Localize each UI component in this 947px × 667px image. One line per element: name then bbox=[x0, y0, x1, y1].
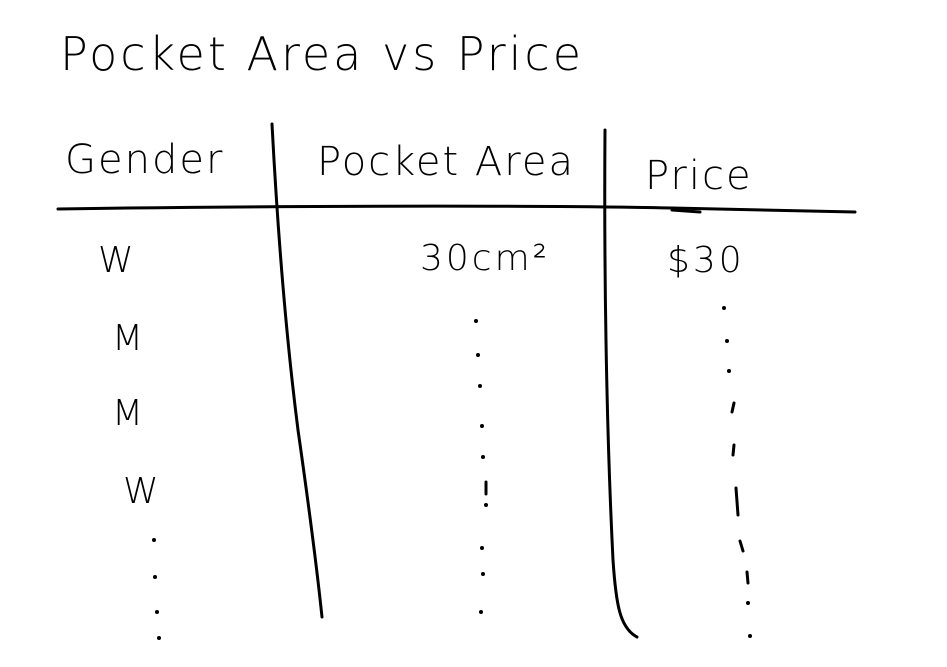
cell-gender-row-3: M bbox=[112, 393, 146, 434]
cell-price-row-1: $30 bbox=[667, 240, 745, 281]
column-divider-left bbox=[270, 122, 324, 619]
header-divider-line bbox=[56, 204, 857, 214]
cell-gender-row-4: W bbox=[123, 471, 162, 512]
cell-gender-row-1: W bbox=[98, 240, 137, 281]
cell-pocket-area-row-1: 30cm² bbox=[420, 238, 550, 279]
continuation-dots-gender bbox=[152, 538, 161, 640]
column-divider-right bbox=[603, 128, 639, 639]
column-header-price: Price bbox=[645, 153, 753, 199]
continuation-dots-pocket-area bbox=[474, 319, 488, 614]
header-divider-tick bbox=[670, 208, 702, 214]
cell-gender-row-2: M bbox=[112, 318, 146, 359]
column-header-gender: Gender bbox=[65, 137, 224, 183]
column-header-pocket-area: Pocket Area bbox=[317, 139, 575, 185]
page-title: Pocket Area vs Price bbox=[60, 27, 584, 81]
continuation-dots-price bbox=[722, 306, 752, 638]
